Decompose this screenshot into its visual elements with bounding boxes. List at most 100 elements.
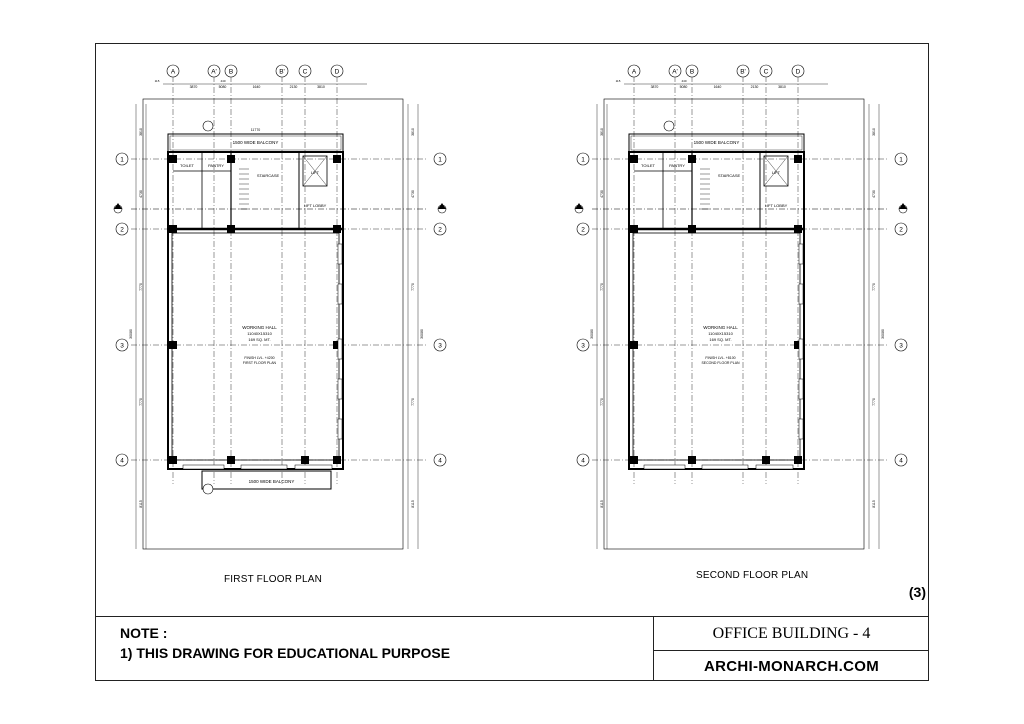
grid-column-label: D — [335, 69, 340, 76]
dimension-text: 115 — [155, 79, 160, 83]
grid-row-label-left: 1 — [120, 157, 124, 164]
top-balcony-inner — [169, 135, 342, 151]
structural-column — [630, 341, 638, 349]
column-dimension-text: 5080 — [219, 85, 227, 89]
site-boundary — [603, 98, 865, 550]
overall-dimension-text-right: 30080 — [881, 329, 885, 339]
grid-row-bubble-left — [115, 453, 129, 467]
row-dimension-text: 8115 — [139, 500, 143, 508]
structural-column — [333, 341, 341, 349]
grid-column-label: A — [171, 69, 176, 76]
grid-column-label: B' — [279, 69, 285, 76]
lift-label: LIFT — [772, 170, 781, 175]
row-dimension-text-right: 8115 — [872, 500, 876, 508]
bottom-window — [240, 464, 288, 470]
grid-row-label-right: 2 — [438, 227, 442, 234]
grid-row-bubble-right — [433, 453, 447, 467]
window — [798, 378, 804, 400]
grid-row-bubble-right — [894, 152, 908, 166]
row-dimension-text: 4730 — [139, 190, 143, 198]
lift-shaft — [763, 155, 789, 187]
toilet-label: TOILET — [180, 163, 194, 168]
grid-row-bubble-left — [576, 338, 590, 352]
grid-column-label: D — [796, 69, 801, 76]
overall-dimension-text: 30080 — [590, 329, 594, 339]
structural-column — [794, 155, 802, 163]
grid-row-bubble-left — [115, 152, 129, 166]
structural-column — [169, 225, 177, 233]
note-line: 1) THIS DRAWING FOR EDUCATIONAL PURPOSE — [120, 645, 451, 661]
project-title: OFFICE BUILDING - 4 — [654, 617, 929, 651]
row-dimension-text: 7770 — [600, 283, 604, 291]
grid-row-bubble-left — [576, 222, 590, 236]
grid-column-bubble — [330, 64, 344, 78]
level-note: FINISH LVL. +4200 — [244, 356, 274, 360]
top-dimension-text: 11770 — [251, 128, 261, 132]
window — [798, 283, 804, 305]
row-dimension-text-right: 4730 — [411, 190, 415, 198]
hall-inner-wall — [171, 232, 340, 461]
top-balcony-inner — [630, 135, 803, 151]
row-dimension-text: 8115 — [600, 500, 604, 508]
note-heading: NOTE : — [120, 625, 168, 641]
pantry-label: PANTRY — [669, 163, 685, 168]
row-dimension-text: 3810 — [139, 128, 143, 136]
toilet-label: TOILET — [641, 163, 655, 168]
lift-label: LIFT — [311, 170, 320, 175]
second-floor-plan-title: SECOND FLOOR PLAN — [696, 570, 809, 581]
grid-row-label-right: 4 — [438, 458, 442, 465]
top-balcony-label: 1500 WIDE BALCONY — [694, 140, 740, 145]
column-dimension-text: 3810 — [778, 85, 786, 89]
grid-row-label-right: 4 — [899, 458, 903, 465]
grid-row-bubble-left — [115, 338, 129, 352]
grid-row-bubble-right — [894, 222, 908, 236]
grid-column-label: B — [229, 69, 233, 76]
grid-column-bubble — [685, 64, 699, 78]
structural-column — [794, 225, 802, 233]
level-note: FINISH LVL. +8100 — [705, 356, 735, 360]
window — [337, 283, 343, 305]
column-dimension-text: 2130 — [751, 85, 759, 89]
pantry-label: PANTRY — [208, 163, 224, 168]
row-dimension-text: 3810 — [600, 128, 604, 136]
grid-row-bubble-left — [115, 222, 129, 236]
title-block: NOTE : 1) THIS DRAWING FOR EDUCATIONAL P… — [96, 616, 929, 681]
working-hall-area: 169 SQ. MT. — [248, 337, 270, 342]
working-hall-area: 169 SQ. MT. — [709, 337, 731, 342]
grid-row-bubble-right — [894, 338, 908, 352]
working-hall-label: WORKING HALL — [242, 325, 277, 330]
section-arrow — [899, 203, 907, 209]
section-marker-top — [202, 120, 214, 132]
grid-row-bubble-left — [576, 152, 590, 166]
grid-column-bubble — [736, 64, 750, 78]
dimension-text: 440 — [220, 79, 225, 83]
row-dimension-text: 7770 — [600, 398, 604, 406]
section-arrow — [575, 203, 583, 209]
dimension-text: 440 — [681, 79, 686, 83]
column-dimension-text: 1640 — [714, 85, 722, 89]
grid-row-label-left: 4 — [581, 458, 585, 465]
bottom-window — [294, 464, 333, 470]
grid-row-bubble-right — [433, 222, 447, 236]
structural-column — [630, 155, 638, 163]
window — [337, 418, 343, 440]
structural-column — [630, 225, 638, 233]
building-outline — [628, 151, 805, 470]
row-dimension-text: 4730 — [600, 190, 604, 198]
grid-column-bubble — [275, 64, 289, 78]
structural-column — [169, 341, 177, 349]
window — [337, 243, 343, 265]
structural-column — [301, 456, 309, 464]
staircase-label: STAIRCASE — [257, 173, 280, 178]
top-balcony-label: 1500 WIDE BALCONY — [233, 140, 279, 145]
structural-column — [688, 456, 696, 464]
structural-column — [169, 155, 177, 163]
dimension-text: 115 — [616, 79, 621, 83]
grid-column-label: C — [764, 69, 769, 76]
grid-column-bubble — [668, 64, 682, 78]
working-hall-size: 11040X15310 — [708, 331, 733, 336]
